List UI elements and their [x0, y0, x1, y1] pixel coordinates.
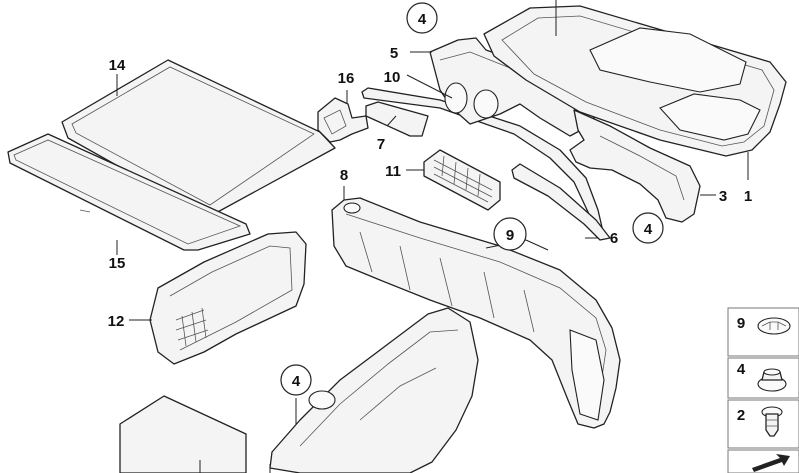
svg-text:4: 4 — [292, 373, 301, 390]
label-7: 7 — [377, 136, 385, 153]
part-16-bracket[interactable] — [317, 97, 369, 143]
label-1: 1 — [744, 188, 752, 205]
label-14: 14 — [109, 57, 126, 74]
part-1-parcel-shelf[interactable] — [483, 5, 787, 157]
part-15-floor-panel[interactable] — [7, 133, 251, 251]
callout-4-right: 4 — [632, 212, 664, 244]
part-8-trunk-liner[interactable] — [331, 197, 621, 429]
label-5: 5 — [390, 45, 398, 62]
part-6-side-trim[interactable] — [511, 163, 611, 241]
callout-9: 9 — [493, 217, 527, 251]
svg-text:4: 4 — [644, 221, 653, 238]
label-6: 6 — [610, 230, 618, 247]
label-3: 3 — [719, 188, 727, 205]
next-page-arrow-icon — [752, 454, 790, 472]
part-bottom-mat[interactable] — [119, 395, 247, 473]
label-11: 11 — [385, 163, 401, 180]
label-10: 10 — [384, 69, 401, 86]
legend-label-2: 2 — [737, 407, 745, 424]
part-7-trim-piece[interactable] — [365, 101, 429, 137]
label-15: 15 — [109, 255, 126, 272]
svg-text:9: 9 — [506, 227, 514, 244]
part-12-side-liner[interactable] — [149, 231, 307, 365]
callout-4-top: 4 — [406, 2, 438, 34]
part-11-vent-grille[interactable] — [423, 149, 501, 211]
callout-4-bottom: 4 — [280, 364, 312, 396]
label-8: 8 — [340, 167, 348, 184]
push-nut-icon — [757, 368, 787, 392]
label-12: 12 — [108, 313, 125, 330]
legend-label-9: 9 — [737, 315, 745, 332]
part-3-side-bracket[interactable] — [569, 109, 701, 223]
legend-label-4: 4 — [737, 361, 746, 378]
label-16: 16 — [338, 70, 355, 87]
svg-text:4: 4 — [418, 11, 427, 28]
plastic-clip-icon — [761, 406, 783, 437]
part-14-trunk-floor-mat[interactable] — [61, 59, 336, 215]
part-13-wheel-arch-liner[interactable] — [269, 307, 479, 473]
leader-lines — [116, 0, 749, 473]
fastener-legend: 9 4 2 — [727, 307, 799, 473]
expanding-rivet-icon — [757, 317, 791, 335]
